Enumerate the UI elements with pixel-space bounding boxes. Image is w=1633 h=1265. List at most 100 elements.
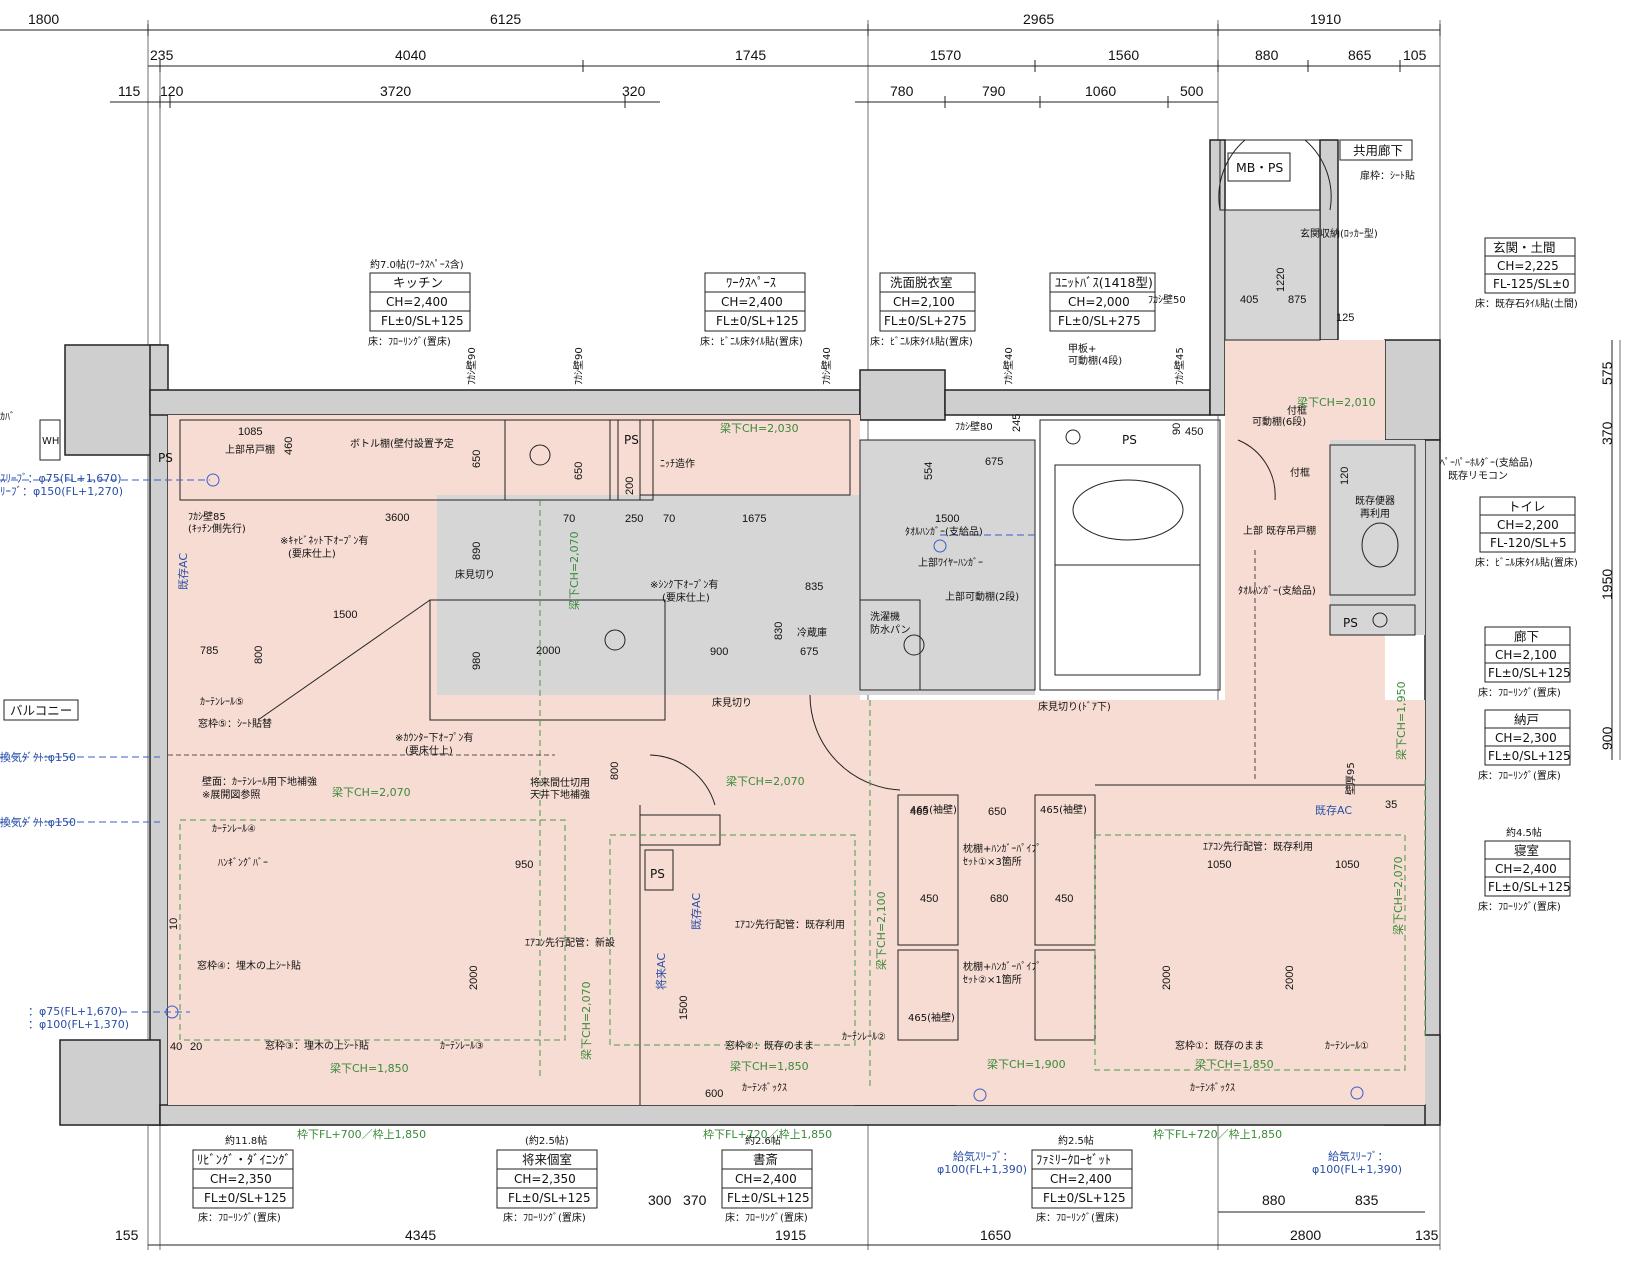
idim-4: 890 — [471, 542, 483, 560]
idim-36: 950 — [515, 859, 533, 871]
note-curtain2: ｶｰﾃﾝﾚｰﾙ② — [842, 1031, 886, 1043]
supply2b: φ100(FL+1,390) — [1312, 1163, 1402, 1176]
room-box-storage: 納戸 CH=2,300 FL±0/SL+125 床：ﾌﾛｰﾘﾝｸﾞ(置床) — [1478, 709, 1571, 782]
note-fukashi40a: ﾌｶｼ壁40 — [820, 347, 833, 385]
dim-bottom-small-0: 300 — [648, 1192, 672, 1208]
dim-bottom-2: 1915 — [775, 1227, 806, 1243]
toilet-ch: CH=2,200 — [1497, 518, 1559, 532]
entrance-ch: CH=2,225 — [1497, 259, 1559, 273]
note-floor-break2: 床見切り — [712, 696, 752, 709]
existing-ac2: 既存AC — [689, 893, 703, 930]
washroom-floor: 床：ﾋﾞﾆﾙ床ﾀｲﾙ貼(置床) — [870, 335, 973, 348]
note-fukashi40b: ﾌｶｼ壁40 — [1002, 347, 1015, 385]
closet-name: ﾌｧﾐﾘｰｸﾛｰｾﾞｯﾄ — [1036, 1152, 1111, 1167]
beam-h1850a: 梁下CH=1,850 — [330, 1061, 409, 1075]
partitions — [179, 139, 1425, 1105]
dim-top2-1: 4040 — [395, 47, 426, 63]
note-curtain5: ｶｰﾃﾝﾚｰﾙ⑤ — [200, 696, 244, 708]
living-floor: 床：ﾌﾛｰﾘﾝｸﾞ(置床) — [198, 1211, 281, 1224]
beam-h2030: 梁下CH=2,030 — [720, 421, 799, 435]
beam-h1850c: 梁下CH=1,850 — [1195, 1057, 1274, 1071]
note-ac-new: ｴｱｺﾝ先行配管：新設 — [525, 936, 615, 949]
idim-33: 450 — [920, 893, 938, 905]
dim-right: 575 370 1950 900 — [1599, 340, 1615, 760]
beam-h2070c: 梁下CH=2,070 — [726, 774, 805, 788]
existing-ac3: 既存AC — [1315, 803, 1352, 817]
note-floor-break3: 床見切り(ﾄﾞｱ下) — [1038, 700, 1111, 713]
future-floor: 床：ﾌﾛｰﾘﾝｸﾞ(置床) — [503, 1211, 586, 1224]
note-toilet-reuse: 再利用 — [1360, 508, 1390, 520]
bedroom-floor: 床：ﾌﾛｰﾘﾝｸﾞ(置床) — [1478, 900, 1561, 913]
note-shelf-pipe2b: ｾｯﾄ②×1箇所 — [963, 973, 1022, 986]
dim-top2-6: 865 — [1348, 47, 1372, 63]
note-entrance-storage: 玄関収納(ﾛｯｶｰ型) — [1300, 227, 1378, 240]
kitchen-fl: FL±0/SL+125 — [381, 314, 464, 328]
dim-top3-7: 500 — [1180, 83, 1204, 99]
beam-h1950: 梁下CH=1,950 — [1394, 681, 1408, 760]
dim-top3-4: 780 — [890, 83, 914, 99]
note-future-partition: 将来間仕切用 — [530, 776, 590, 789]
idim-45: 200 — [624, 477, 636, 495]
dim-bottom: 155 4345 1915 1650 2800 135 300 370 880 … — [115, 1192, 1440, 1246]
idim-47: 40 — [170, 1041, 182, 1053]
idim-29: 450 — [1185, 426, 1203, 438]
duct-sleeve2: ﾘｰﾌﾞ：φ150(FL+1,270) — [0, 485, 123, 498]
note-fukashi85-sub: (ｷｯﾁﾝ側先行) — [188, 522, 246, 535]
living-name: ﾘﾋﾞﾝｸﾞ・ﾀﾞｲﾆﾝｸﾞ — [197, 1152, 291, 1167]
washroom-name: 洗面脱衣室 — [890, 275, 953, 290]
note-curtain-box2: ｶｰﾃﾝﾎﾞｯｸｽ — [1190, 1082, 1235, 1094]
dim-top3-5: 790 — [982, 83, 1006, 99]
dim-bottom-small-2: 880 — [1262, 1192, 1286, 1208]
kitchen-name: キッチン — [393, 275, 443, 290]
entrance-floor: 床：既存石ﾀｲﾙ貼(土間) — [1475, 297, 1578, 310]
note-fridge: 冷蔵庫 — [797, 626, 827, 639]
beam-h2010: 梁下CH=2,010 — [1297, 395, 1376, 409]
note-toilet-existing: 既存便器 — [1355, 494, 1395, 507]
note-towel1: ﾀｵﾙﾊﾝｶﾞｰ(支給品) — [905, 525, 983, 538]
bath-fl: FL±0/SL+275 — [1058, 314, 1141, 328]
idim-9: 2000 — [536, 645, 560, 657]
beam-h2070a: 梁下CH=2,070 — [567, 531, 581, 610]
room-box-hall: 廊下 CH=2,100 FL±0/SL+125 床：ﾌﾛｰﾘﾝｸﾞ(置床) — [1478, 626, 1571, 699]
idim-44: 35 — [1385, 799, 1397, 811]
idim-40: 2000 — [1161, 966, 1173, 990]
idim-6: 1500 — [333, 609, 357, 621]
common-hall-label: 共用廊下 — [1353, 143, 1403, 158]
future-ch: CH=2,350 — [514, 1172, 576, 1186]
note-fukashi90a: ﾌｶｼ壁90 — [465, 347, 478, 385]
room-box-washroom: 洗面脱衣室 CH=2,100 FL±0/SL+275 床：ﾋﾞﾆﾙ床ﾀｲﾙ貼(置… — [870, 272, 976, 348]
supply1b: φ100(FL+1,390) — [937, 1163, 1027, 1176]
wh-label: WH — [42, 436, 59, 447]
idim-18: 900 — [710, 646, 728, 658]
dim-bottom-5: 135 — [1415, 1227, 1439, 1243]
idim-5: 980 — [471, 652, 483, 670]
dim-row-top2: 235 4040 1745 1570 1560 880 865 105 — [148, 47, 1440, 72]
idim-7: 785 — [200, 645, 218, 657]
duct-sleeve3: ：φ75(FL+1,670) — [28, 1005, 122, 1018]
beam-h2070b: 梁下CH=2,070 — [332, 785, 411, 799]
bedroom-fl: FL±0/SL+125 — [1488, 880, 1571, 894]
hall-fl: FL±0/SL+125 — [1488, 666, 1571, 680]
idim-37: 2000 — [468, 966, 480, 990]
storage-ch: CH=2,300 — [1495, 731, 1557, 745]
entrance-fl: FL-125/SL±0 — [1493, 277, 1570, 291]
idim-43: 1500 — [678, 996, 690, 1020]
note-curtain-box1: ｶｰﾃﾝﾎﾞｯｸｽ — [742, 1082, 787, 1094]
ps-label-2: PS — [624, 433, 639, 447]
ps-label-5: PS — [650, 867, 665, 881]
idim-42: 600 — [705, 1088, 723, 1100]
note-shelf-board: 甲板+ — [1068, 342, 1096, 355]
idim-24: 405 — [1240, 294, 1258, 306]
note-wall-reinforce2: ※展開図参照 — [202, 788, 260, 801]
bath-name: ﾕﾆｯﾄﾊﾞｽ(1418型) — [1055, 275, 1153, 290]
notes: 扉枠：ｼｰﾄ貼 玄関収納(ﾛｯｶｰ型) ﾌｶｼ壁50 ﾌｶｼ壁85 (ｷｯﾁﾝ側… — [188, 169, 1533, 1094]
note-sink-open2: (要床仕上) — [662, 591, 710, 604]
note-fukashi50: ﾌｶｼ壁50 — [1148, 293, 1186, 306]
dim-top3-6: 1060 — [1085, 83, 1116, 99]
idim-32: 650 — [988, 806, 1006, 818]
room-box-kitchen: 約7.0帖(ﾜｰｸｽﾍﾟｰｽ含) キッチン CH=2,400 FL±0/SL+1… — [368, 258, 471, 348]
note-upper-existing: 上部 既存吊戸棚 — [1243, 524, 1316, 537]
storage-name: 納戸 — [1514, 712, 1539, 727]
supply2: 給気ｽﾘｰﾌﾞ： — [1328, 1149, 1389, 1163]
idim-20: 1500 — [935, 513, 959, 525]
